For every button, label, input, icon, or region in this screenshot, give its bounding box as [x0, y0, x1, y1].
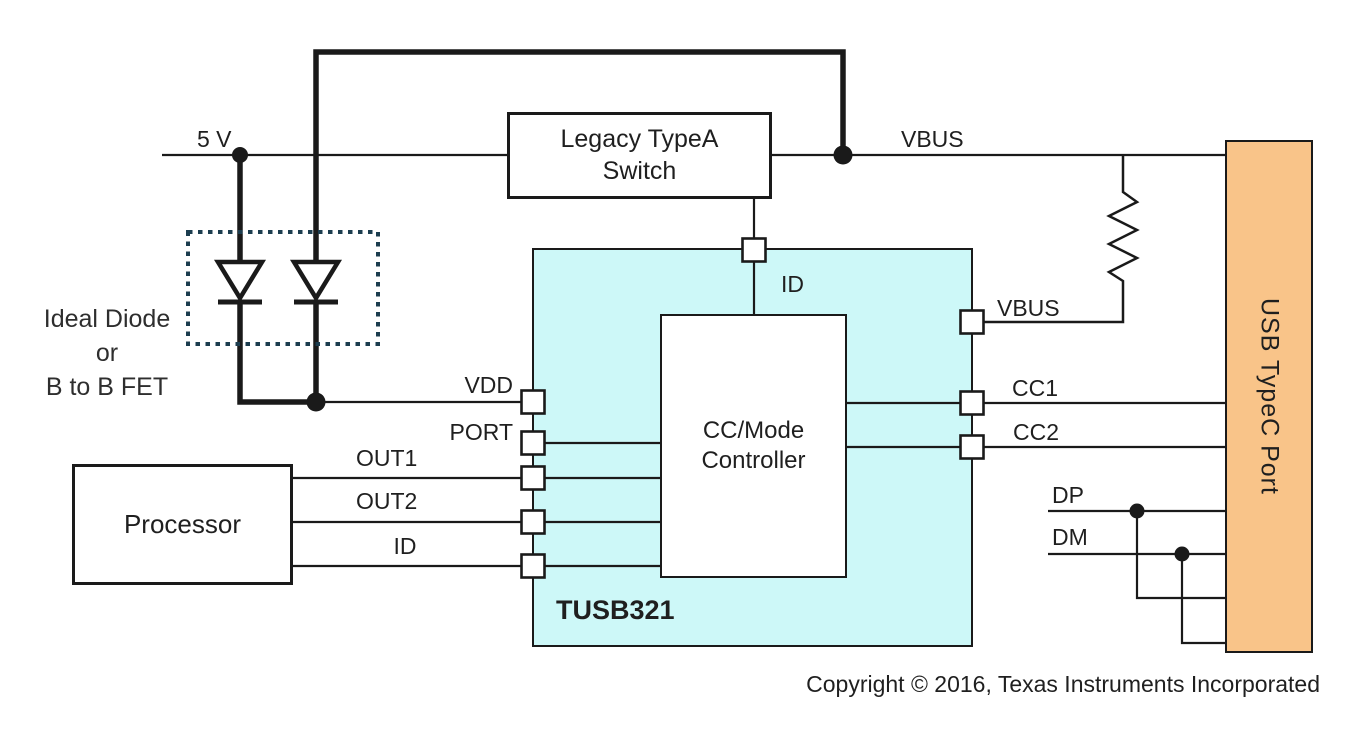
cc2-label: CC2: [1013, 419, 1060, 445]
resistor-symbol: [984, 155, 1140, 324]
diode2-triangle: [289, 259, 343, 303]
supply-5v-label: 5 V: [197, 126, 232, 152]
dm-label: DM: [1052, 524, 1088, 550]
out2-label: OUT2: [356, 488, 418, 514]
ideal-diode-symbols: [186, 230, 380, 346]
copyright-text: Copyright © 2016, Texas Instruments Inco…: [806, 671, 1320, 697]
dp-label: DP: [1052, 482, 1084, 508]
vdd-label: VDD: [464, 372, 513, 398]
wire-dm-branch: [1180, 554, 1225, 645]
controller-label-line1: CC/Mode: [702, 417, 805, 444]
pin-id-left: [520, 553, 546, 579]
junction-dm: [1174, 546, 1190, 562]
id-left-label: ID: [393, 533, 417, 559]
out1-label: OUT1: [356, 445, 418, 471]
usb-typec-port-label: USB TypeC Port: [1255, 298, 1284, 495]
note-line3: B to B FET: [45, 373, 169, 401]
pin-cc2: [959, 434, 985, 460]
chip-pins: [520, 237, 985, 579]
junction-dp: [1129, 503, 1145, 519]
wire-dp-branch: [1135, 511, 1225, 600]
thick-power-wires: [237, 49, 846, 405]
diode1-cathode-wire: [237, 302, 316, 405]
port-label: PORT: [449, 419, 513, 445]
vbus-top-label: VBUS: [901, 126, 964, 152]
pin-port: [520, 430, 546, 456]
diode1-triangle: [213, 259, 267, 303]
ideal-diode-note: Ideal Diode or B to B FET: [18, 302, 196, 404]
pin-out2: [520, 509, 546, 535]
processor-block: Processor: [72, 464, 293, 585]
power-bus-top: [313, 49, 846, 262]
pin-cc1: [959, 390, 985, 416]
note-line2: or: [95, 339, 119, 367]
junction-dots: [232, 145, 1190, 562]
usb-typec-port-block: USB TypeC Port: [1225, 140, 1313, 653]
junction-vdd: [306, 392, 326, 412]
controller-label-line2: Controller: [701, 447, 806, 474]
cc1-label: CC1: [1012, 375, 1059, 401]
cc-mode-controller-block: CC/Mode Controller: [660, 314, 847, 578]
legacy-switch-label-line1: Legacy TypeA: [560, 125, 719, 154]
legacy-switch-label-line2: Switch: [602, 156, 677, 185]
vbus-pin-label: VBUS: [997, 295, 1060, 321]
ideal-diode-dotted-box: [186, 230, 380, 346]
legacy-typea-switch-block: Legacy TypeA Switch: [507, 112, 772, 199]
processor-label: Processor: [123, 509, 242, 540]
junction-vbus: [833, 145, 853, 165]
note-line1: Ideal Diode: [43, 305, 171, 333]
pin-id-top: [741, 237, 767, 263]
pin-vbus: [959, 309, 985, 335]
tusb321-label: TUSB321: [556, 595, 675, 625]
pin-out1: [520, 465, 546, 491]
pin-vdd: [520, 389, 546, 415]
junction-5v: [232, 147, 248, 163]
id-top-label: ID: [781, 271, 804, 297]
